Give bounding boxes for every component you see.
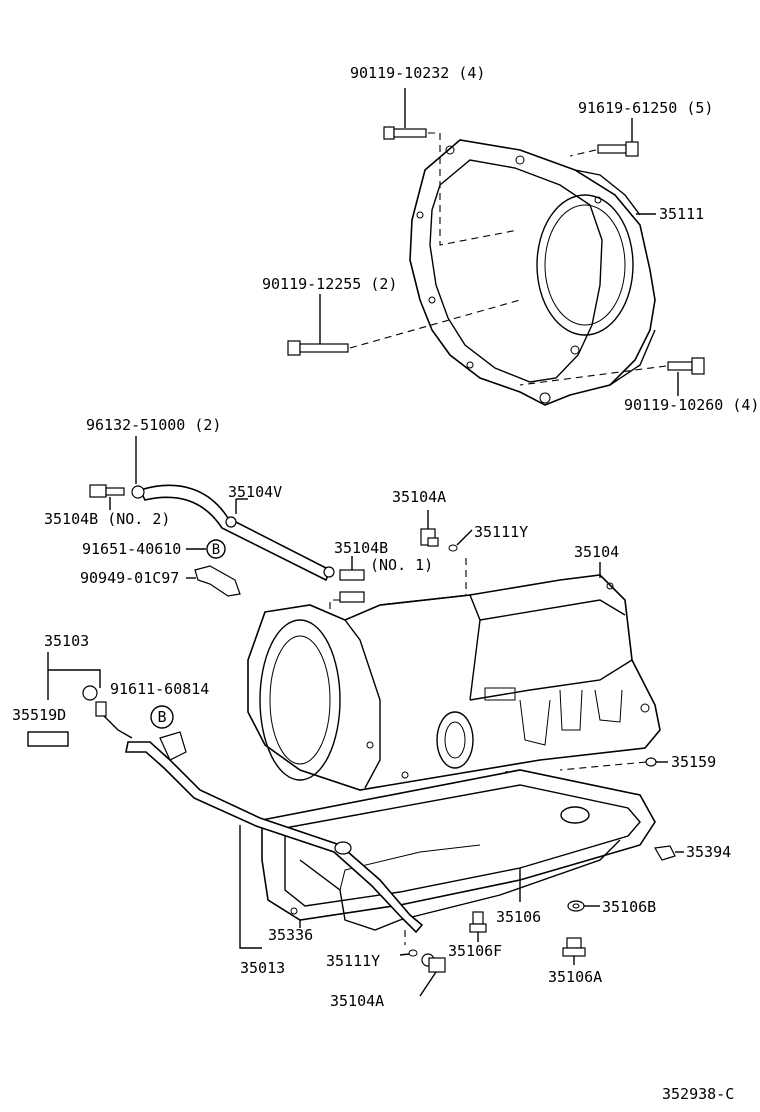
label-35013: 35013 bbox=[240, 959, 285, 977]
gauge-label-35519D bbox=[27, 731, 69, 747]
label-bolt-90119-12255: 90119-12255 (2) bbox=[262, 275, 397, 293]
label-35104A-bottom: 35104A bbox=[330, 992, 384, 1010]
callout-b-clamp: B bbox=[186, 539, 226, 559]
figure-code: 352938-C bbox=[662, 1085, 734, 1103]
label-35111: 35111 bbox=[659, 205, 704, 223]
label-35103: 35103 bbox=[44, 632, 89, 650]
label-91611-60814: 91611-60814 bbox=[110, 680, 209, 698]
bolt-35106F bbox=[469, 911, 487, 942]
label-bolt-90119-10232: 90119-10232 (4) bbox=[350, 64, 485, 82]
plug-35104A-top bbox=[420, 510, 439, 547]
ring-35111Y-top bbox=[448, 529, 473, 600]
label-35394: 35394 bbox=[686, 843, 731, 861]
oil-level-gauge-35103 bbox=[82, 685, 133, 739]
label-35336: 35336 bbox=[268, 926, 313, 944]
label-35106F: 35106F bbox=[448, 942, 502, 960]
converter-housing bbox=[409, 139, 656, 406]
union-35104B-no2 bbox=[89, 484, 125, 510]
label-35159: 35159 bbox=[671, 753, 716, 771]
leader-35103 bbox=[47, 652, 101, 700]
guide-tube-35013 bbox=[125, 731, 424, 934]
transmission-case bbox=[247, 562, 661, 791]
label-96132-51000: 96132-51000 (2) bbox=[86, 416, 221, 434]
label-35111Y-top: 35111Y bbox=[474, 523, 528, 541]
leader-35013 bbox=[239, 825, 262, 949]
label-35519D: 35519D bbox=[12, 706, 66, 724]
plug-35104A-bottom bbox=[419, 953, 446, 997]
seal-35159 bbox=[559, 757, 668, 771]
label-35104B-no2: 35104B (NO. 2) bbox=[44, 510, 170, 528]
label-35104V: 35104V bbox=[228, 483, 282, 501]
label-35106: 35106 bbox=[496, 908, 541, 926]
bolt-90119-10232 bbox=[383, 88, 427, 140]
clamp-bracket-90949-01C97 bbox=[186, 565, 241, 597]
oil-pan bbox=[261, 769, 656, 931]
drain-plug-35106A bbox=[562, 937, 586, 965]
bolt-90119-10260 bbox=[667, 357, 705, 396]
label-90949-01C97: 90949-01C97 bbox=[80, 569, 179, 587]
label-91651-40610: 91651-40610 bbox=[82, 540, 181, 558]
clip-35394 bbox=[654, 845, 684, 861]
svg-text:B: B bbox=[157, 708, 166, 726]
ring-35111Y-bottom bbox=[399, 949, 418, 957]
label-35106B: 35106B bbox=[602, 898, 656, 916]
label-35104: 35104 bbox=[574, 543, 619, 561]
label-bolt-90119-10260: 90119-10260 (4) bbox=[624, 396, 759, 414]
oring-35336 bbox=[290, 907, 298, 915]
breather-hose bbox=[131, 484, 335, 582]
label-35104A-top: 35104A bbox=[392, 488, 446, 506]
label-bolt-91619-61250: 91619-61250 (5) bbox=[578, 99, 713, 117]
svg-text:B: B bbox=[212, 542, 220, 558]
callout-b-gauge: B bbox=[150, 705, 174, 729]
bolt-90119-12255 bbox=[287, 294, 349, 356]
label-35104B-no1-suffix: (NO. 1) bbox=[370, 556, 433, 574]
label-35106A: 35106A bbox=[548, 968, 602, 986]
label-35111Y-bottom: 35111Y bbox=[326, 952, 380, 970]
bolt-91619-61250 bbox=[597, 118, 639, 157]
gasket-35106B bbox=[567, 900, 600, 912]
label-35104B-no1: 35104B bbox=[334, 539, 388, 557]
